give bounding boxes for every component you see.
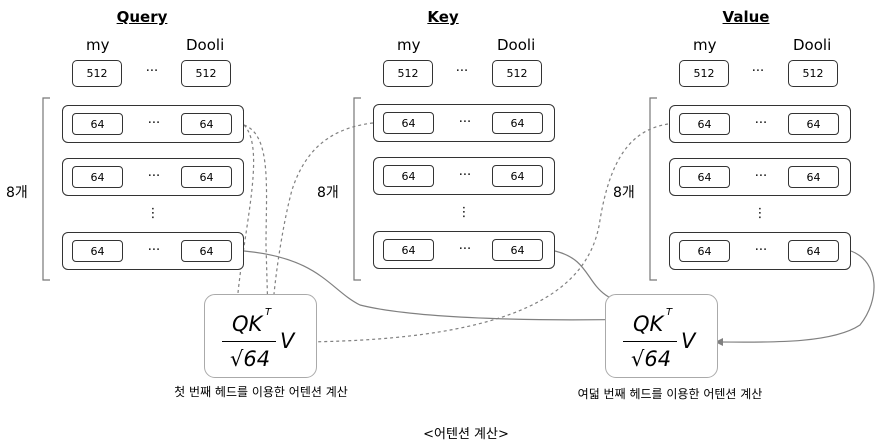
formula-1-numerator: QK	[232, 312, 263, 336]
query-embed-ellipsis: ···	[145, 64, 159, 79]
formula-2-numerator: QK	[633, 312, 664, 336]
query-title: Query	[116, 8, 168, 26]
key-head-1-last: 64	[492, 112, 543, 134]
key-head-8-first: 64	[383, 239, 434, 261]
query-head-2: 64 ··· 64	[62, 158, 244, 196]
value-head-2-last: 64	[788, 166, 839, 188]
key-word-last: Dooli	[497, 36, 536, 54]
formula-2-superscript: T	[666, 307, 673, 318]
key-head-2-first: 64	[383, 165, 434, 187]
query-word-first: my	[86, 36, 110, 54]
value-head-8: 64 ··· 64	[669, 232, 851, 270]
query-head-2-ellipsis: ···	[147, 169, 161, 184]
query-bracket	[42, 97, 50, 281]
key-head-1-first: 64	[383, 112, 434, 134]
formula-1-multiplier: V	[280, 329, 295, 353]
key-head-1-ellipsis: ···	[458, 115, 472, 130]
query-head-8-first: 64	[72, 240, 123, 262]
value-title: Value	[722, 8, 770, 26]
query-embed-first: 512	[72, 60, 122, 87]
key-head-8-ellipsis: ···	[458, 242, 472, 257]
query-head-2-last: 64	[181, 166, 232, 188]
key-embed-ellipsis: ···	[455, 64, 469, 79]
value-bracket	[649, 97, 657, 281]
value-head-1-first: 64	[679, 113, 730, 135]
key-word-first: my	[397, 36, 421, 54]
value-head-1: 64 ··· 64	[669, 105, 851, 143]
key-head-1: 64 ··· 64	[373, 104, 555, 142]
query-head-1: 64 ··· 64	[62, 105, 244, 143]
query-head1-to-formula1	[243, 124, 272, 316]
query-head-1-first: 64	[72, 113, 123, 135]
value-head-8-last: 64	[788, 240, 839, 262]
value-head8-to-formula2	[715, 250, 875, 347]
value-word-last: Dooli	[793, 36, 832, 54]
key-head-2-last: 64	[492, 165, 543, 187]
value-head-8-ellipsis: ···	[754, 243, 768, 258]
query-head-8: 64 ··· 64	[62, 232, 244, 270]
value-head-count: 8개	[613, 185, 635, 201]
value-embed-last: 512	[788, 60, 838, 87]
formula-head-8: QK T √64 V	[605, 294, 718, 378]
key-head-2-ellipsis: ···	[458, 168, 472, 183]
figure-caption: <어텐션 계산>	[423, 427, 509, 442]
formula-1-caption: 첫 번째 헤드를 이용한 어텐션 계산	[174, 385, 348, 399]
key-head1-to-formula1	[271, 122, 374, 319]
query-heads-vertical-ellipsis: ⋮	[146, 206, 160, 221]
formula-1-denominator: √64	[230, 347, 271, 371]
formula-2-fraction-bar	[623, 341, 677, 343]
value-embed-ellipsis: ···	[751, 64, 765, 79]
query-head-1-ellipsis: ···	[147, 116, 161, 131]
key-embed-first: 512	[383, 60, 433, 87]
key-head-8-last: 64	[492, 239, 543, 261]
value-head-2-ellipsis: ···	[754, 169, 768, 184]
key-bracket	[353, 97, 361, 281]
key-head-count: 8개	[317, 185, 339, 201]
value-head-1-last: 64	[788, 113, 839, 135]
value-heads-vertical-ellipsis: ⋮	[753, 206, 767, 221]
query-head-2-first: 64	[72, 166, 123, 188]
formula-2-multiplier: V	[681, 329, 696, 353]
key-embed-last: 512	[492, 60, 542, 87]
formula-2-denominator: √64	[631, 347, 672, 371]
formula-head-1: QK T √64 V	[204, 294, 317, 378]
query-head-1-last: 64	[181, 113, 232, 135]
formula-2-caption: 여덟 번째 헤드를 이용한 어텐션 계산	[577, 387, 763, 401]
value-embed-first: 512	[679, 60, 729, 87]
value-word-first: my	[693, 36, 717, 54]
value-head-1-ellipsis: ···	[754, 116, 768, 131]
formula-1-fraction-bar	[222, 341, 276, 343]
key-title: Key	[427, 8, 459, 26]
value-head-8-first: 64	[679, 240, 730, 262]
key-head-2: 64 ··· 64	[373, 157, 555, 195]
formula-1-superscript: T	[265, 307, 272, 318]
value-head-2: 64 ··· 64	[669, 158, 851, 196]
key-heads-vertical-ellipsis: ⋮	[457, 205, 471, 220]
value-head1-to-formula1	[301, 123, 669, 346]
value-head-2-first: 64	[679, 166, 730, 188]
query-word-last: Dooli	[186, 36, 225, 54]
query-head-8-ellipsis: ···	[147, 243, 161, 258]
query-to-formula1-left	[232, 124, 255, 319]
query-head8-to-formula2	[243, 250, 671, 323]
query-embed-last: 512	[181, 60, 231, 87]
query-head-count: 8개	[6, 185, 28, 201]
key-head-8: 64 ··· 64	[373, 231, 555, 269]
query-head-8-last: 64	[181, 240, 232, 262]
